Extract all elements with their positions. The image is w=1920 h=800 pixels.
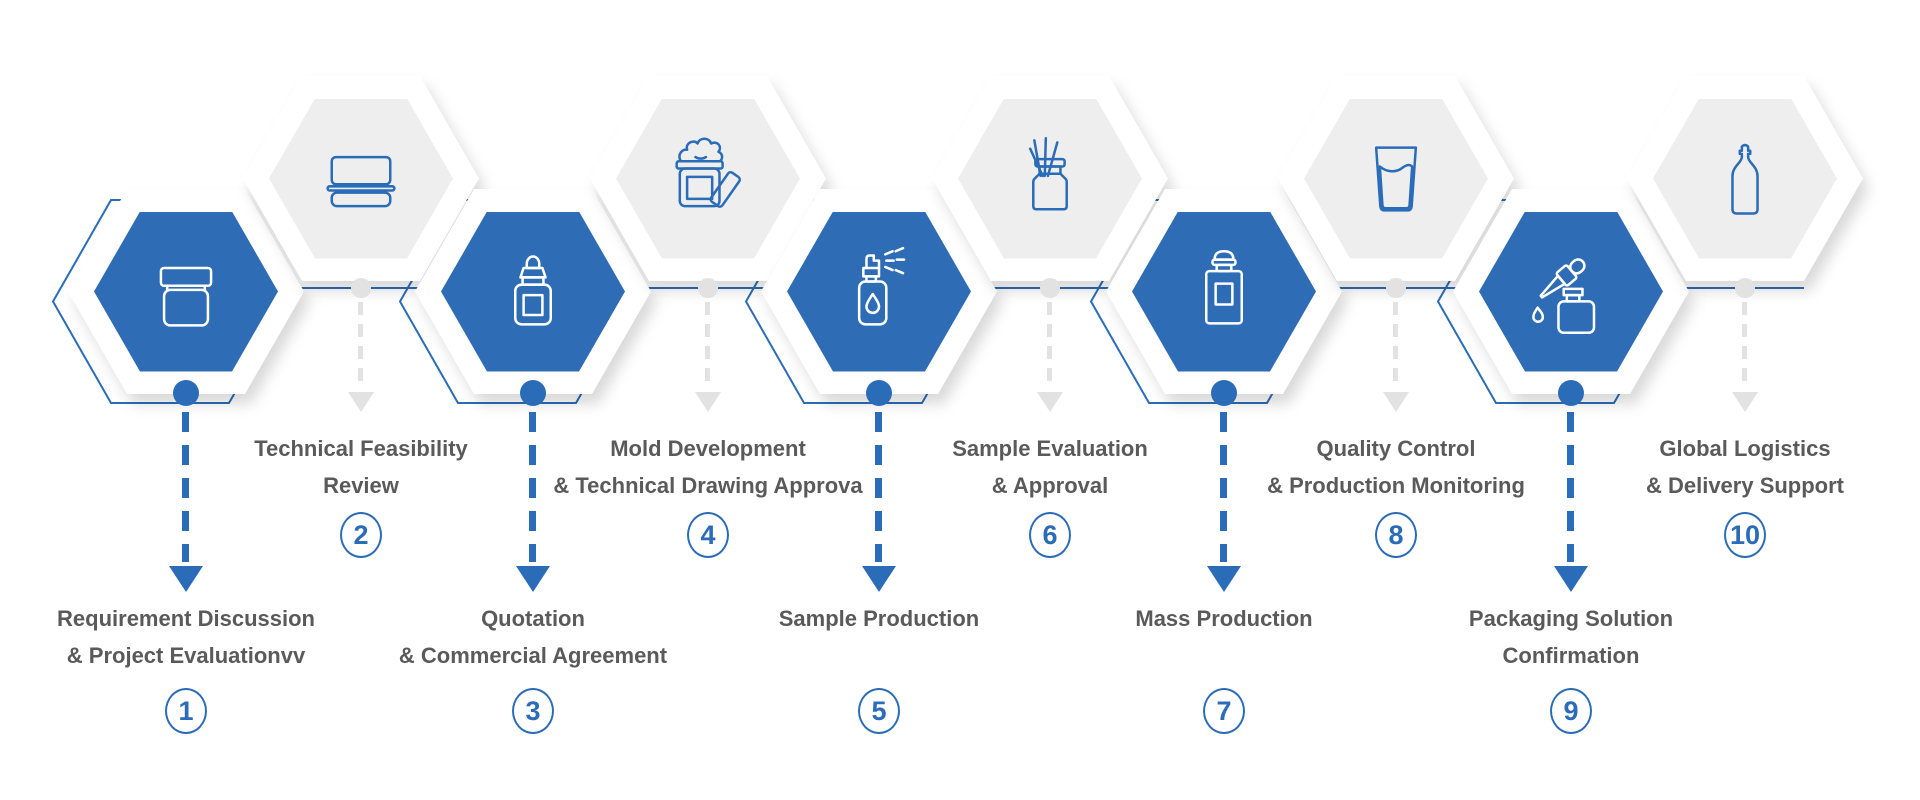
step-label: Mass Production bbox=[1054, 600, 1394, 637]
step-label-line1: Quotation bbox=[481, 606, 585, 631]
arrow-head-icon bbox=[1554, 566, 1588, 592]
perfume-bottle-icon bbox=[1204, 249, 1244, 325]
hexagon-frame bbox=[932, 76, 1168, 281]
hexagon-frame bbox=[1106, 189, 1342, 394]
step-label: Quotation & Commercial Agreement bbox=[363, 600, 703, 674]
step-number-badge: 7 bbox=[1203, 688, 1245, 734]
step-label: Sample Evaluation & Approval bbox=[880, 430, 1220, 504]
arrow-head-icon bbox=[516, 566, 550, 592]
arrow-head-icon bbox=[348, 392, 374, 412]
step-4: Mold Development & Technical Drawing App… bbox=[553, 0, 863, 800]
timeline-node-dot bbox=[1040, 278, 1060, 298]
hexagon-frame bbox=[1627, 76, 1863, 281]
step-number-badge: 4 bbox=[687, 512, 729, 558]
step-label-line1: Sample Production bbox=[778, 606, 980, 631]
step-label: Sample Production bbox=[709, 600, 1049, 637]
hexagon-frame bbox=[1278, 76, 1514, 281]
step-label: Requirement Discussion & Project Evaluat… bbox=[16, 600, 356, 674]
step-label-line2: & Approval bbox=[991, 473, 1109, 498]
timeline-node-dot bbox=[173, 380, 199, 406]
pipette-bottle-icon bbox=[1532, 257, 1596, 334]
step-label-line1: Sample Evaluation bbox=[952, 436, 1148, 461]
step-number-badge: 2 bbox=[340, 512, 382, 558]
dashed-arrow bbox=[1567, 412, 1574, 562]
step-label-line2: & Commercial Agreement bbox=[398, 643, 668, 668]
timeline-node-dot bbox=[1386, 278, 1406, 298]
step-3: Quotation & Commercial Agreement 3 bbox=[399, 0, 667, 800]
step-5: Sample Production 5 bbox=[745, 0, 997, 800]
step-label-line2: Review bbox=[323, 473, 399, 498]
step-label-line2: & Technical Drawing Approva bbox=[553, 473, 863, 498]
step-label: Global Logistics & Delivery Support bbox=[1575, 430, 1915, 504]
dashed-arrow bbox=[875, 412, 882, 562]
dashed-arrow bbox=[705, 302, 710, 388]
dashed-arrow bbox=[182, 412, 189, 562]
arrow-head-icon bbox=[695, 392, 721, 412]
step-label-line1: Requirement Discussion bbox=[57, 606, 315, 631]
step-label-line1: Packaging Solution bbox=[1468, 606, 1674, 631]
timeline-node-dot bbox=[698, 278, 718, 298]
step-number-badge: 5 bbox=[858, 688, 900, 734]
step-label-line1: Quality Control bbox=[1316, 436, 1476, 461]
step-label: Packaging Solution Confirmation bbox=[1401, 600, 1741, 674]
hexagon-frame bbox=[243, 76, 479, 281]
step-1: Requirement Discussion & Project Evaluat… bbox=[52, 0, 315, 800]
step-label-line2: & Project Evaluationvv bbox=[66, 643, 306, 668]
step-label-line2: & Production Monitoring bbox=[1267, 473, 1525, 498]
reed-diffuser-icon bbox=[1028, 136, 1068, 211]
step-10: Global Logistics & Delivery Support 10 bbox=[1627, 0, 1863, 800]
step-label-line1: Technical Feasibility bbox=[254, 436, 468, 461]
arrow-head-icon bbox=[1037, 392, 1063, 412]
step-8: Quality Control & Production Monitoring … bbox=[1267, 0, 1525, 800]
timeline-node-dot bbox=[351, 278, 371, 298]
step-label: Mold Development & Technical Drawing App… bbox=[538, 430, 878, 504]
compact-case-icon bbox=[326, 155, 396, 207]
step-number-badge: 1 bbox=[165, 688, 207, 734]
open-cream-jar-icon bbox=[675, 137, 742, 208]
step-number-badge: 8 bbox=[1375, 512, 1417, 558]
step-label: Technical Feasibility Review bbox=[191, 430, 531, 504]
step-number-badge: 9 bbox=[1550, 688, 1592, 734]
dashed-arrow bbox=[1742, 302, 1747, 388]
step-label-line1: Mold Development bbox=[610, 436, 806, 461]
timeline-node-dot bbox=[520, 380, 546, 406]
arrow-head-icon bbox=[862, 566, 896, 592]
hexagon-frame bbox=[1453, 189, 1689, 394]
cream-jar-icon bbox=[159, 266, 213, 327]
hexagon-frame bbox=[761, 189, 997, 394]
dashed-arrow bbox=[1220, 412, 1227, 562]
step-label-line1: Mass Production bbox=[1135, 606, 1313, 631]
serum-dropper-bottle-icon bbox=[513, 254, 553, 326]
step-6: Sample Evaluation & Approval 6 bbox=[932, 0, 1168, 800]
tall-bottle-icon bbox=[1731, 143, 1759, 215]
hexagon-frame bbox=[68, 189, 304, 394]
step-number-badge: 3 bbox=[512, 688, 554, 734]
timeline-node-dot bbox=[1211, 380, 1237, 406]
water-glass-icon bbox=[1374, 145, 1418, 212]
step-label-line2: Confirmation bbox=[1502, 643, 1640, 668]
arrow-head-icon bbox=[1732, 392, 1758, 412]
hexagon-frame bbox=[415, 189, 651, 394]
timeline-node-dot bbox=[1735, 278, 1755, 298]
timeline-node-dot bbox=[866, 380, 892, 406]
arrow-head-icon bbox=[1383, 392, 1409, 412]
step-label-line1: Global Logistics bbox=[1659, 436, 1831, 461]
step-2: Technical Feasibility Review 2 bbox=[243, 0, 479, 800]
step-9: Packaging Solution Confirmation 9 bbox=[1437, 0, 1689, 800]
timeline-node-dot bbox=[1558, 380, 1584, 406]
arrow-head-icon bbox=[169, 566, 203, 592]
spray-bottle-icon bbox=[857, 246, 906, 326]
dashed-arrow bbox=[1047, 302, 1052, 388]
dashed-arrow bbox=[358, 302, 363, 388]
step-7: Mass Production 7 bbox=[1090, 0, 1342, 800]
dashed-arrow bbox=[529, 412, 536, 562]
step-label-line2: & Delivery Support bbox=[1645, 473, 1845, 498]
hexagon-frame bbox=[590, 76, 826, 281]
dashed-arrow bbox=[1393, 302, 1398, 388]
arrow-head-icon bbox=[1207, 566, 1241, 592]
step-number-badge: 6 bbox=[1029, 512, 1071, 558]
step-label: Quality Control & Production Monitoring bbox=[1226, 430, 1566, 504]
step-number-badge: 10 bbox=[1724, 512, 1766, 558]
